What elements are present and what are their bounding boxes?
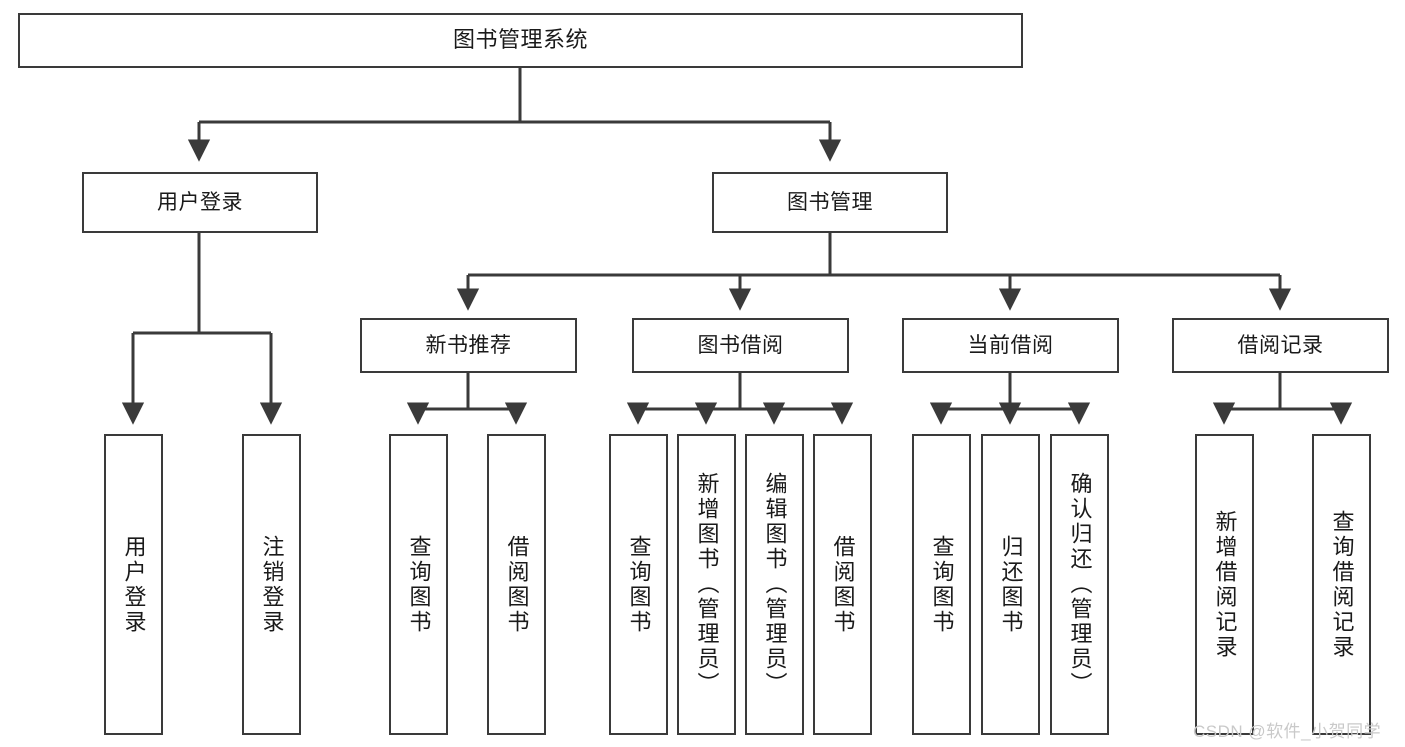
node-leaf-confirm-return-admin-label: 确认归还（管理员） [1067, 472, 1093, 697]
node-new-book-recommend[interactable]: 新书推荐 [360, 318, 577, 373]
node-leaf-user-login[interactable]: 用户登录 [104, 434, 163, 735]
node-leaf-borrow-book-1-label: 借阅图书 [504, 534, 530, 635]
node-leaf-query-book-1[interactable]: 查询图书 [389, 434, 448, 735]
node-user-login-label: 用户登录 [157, 190, 243, 214]
node-leaf-query-book-1-label: 查询图书 [406, 534, 432, 635]
node-leaf-logout-label: 注销登录 [259, 534, 285, 635]
node-leaf-query-book-2[interactable]: 查询图书 [609, 434, 668, 735]
node-leaf-query-book-2-label: 查询图书 [626, 534, 652, 635]
node-new-book-recommend-label: 新书推荐 [425, 333, 512, 357]
node-book-borrow[interactable]: 图书借阅 [632, 318, 849, 373]
node-user-login[interactable]: 用户登录 [82, 172, 318, 233]
node-leaf-borrow-book-2[interactable]: 借阅图书 [813, 434, 872, 735]
node-current-borrow[interactable]: 当前借阅 [902, 318, 1119, 373]
node-leaf-borrow-book-1[interactable]: 借阅图书 [487, 434, 546, 735]
node-leaf-query-book-3[interactable]: 查询图书 [912, 434, 971, 735]
node-leaf-query-book-3-label: 查询图书 [929, 534, 955, 635]
node-current-borrow-label: 当前借阅 [967, 333, 1054, 357]
node-leaf-query-borrow-record-label: 查询借阅记录 [1329, 509, 1355, 660]
node-borrow-record-label: 借阅记录 [1237, 333, 1324, 357]
node-book-management[interactable]: 图书管理 [712, 172, 948, 233]
node-root-label: 图书管理系统 [452, 27, 588, 53]
node-leaf-user-login-label: 用户登录 [121, 534, 147, 635]
watermark-text: CSDN @软件_小贺同学 [1193, 722, 1382, 741]
node-leaf-logout[interactable]: 注销登录 [242, 434, 301, 735]
node-book-borrow-label: 图书借阅 [697, 333, 784, 357]
node-leaf-return-book-label: 归还图书 [998, 534, 1024, 635]
node-leaf-edit-book-admin[interactable]: 编辑图书（管理员） [745, 434, 804, 735]
node-leaf-add-book-admin-label: 新增图书（管理员） [694, 472, 720, 697]
node-leaf-borrow-book-2-label: 借阅图书 [830, 534, 856, 635]
node-leaf-edit-book-admin-label: 编辑图书（管理员） [762, 472, 788, 697]
node-borrow-record[interactable]: 借阅记录 [1172, 318, 1389, 373]
node-leaf-confirm-return-admin[interactable]: 确认归还（管理员） [1050, 434, 1109, 735]
node-book-management-label: 图书管理 [787, 190, 873, 214]
node-leaf-add-borrow-record-label: 新增借阅记录 [1212, 509, 1238, 660]
node-leaf-add-book-admin[interactable]: 新增图书（管理员） [677, 434, 736, 735]
node-leaf-add-borrow-record[interactable]: 新增借阅记录 [1195, 434, 1254, 735]
node-leaf-query-borrow-record[interactable]: 查询借阅记录 [1312, 434, 1371, 735]
node-leaf-return-book[interactable]: 归还图书 [981, 434, 1040, 735]
node-root[interactable]: 图书管理系统 [18, 13, 1023, 68]
